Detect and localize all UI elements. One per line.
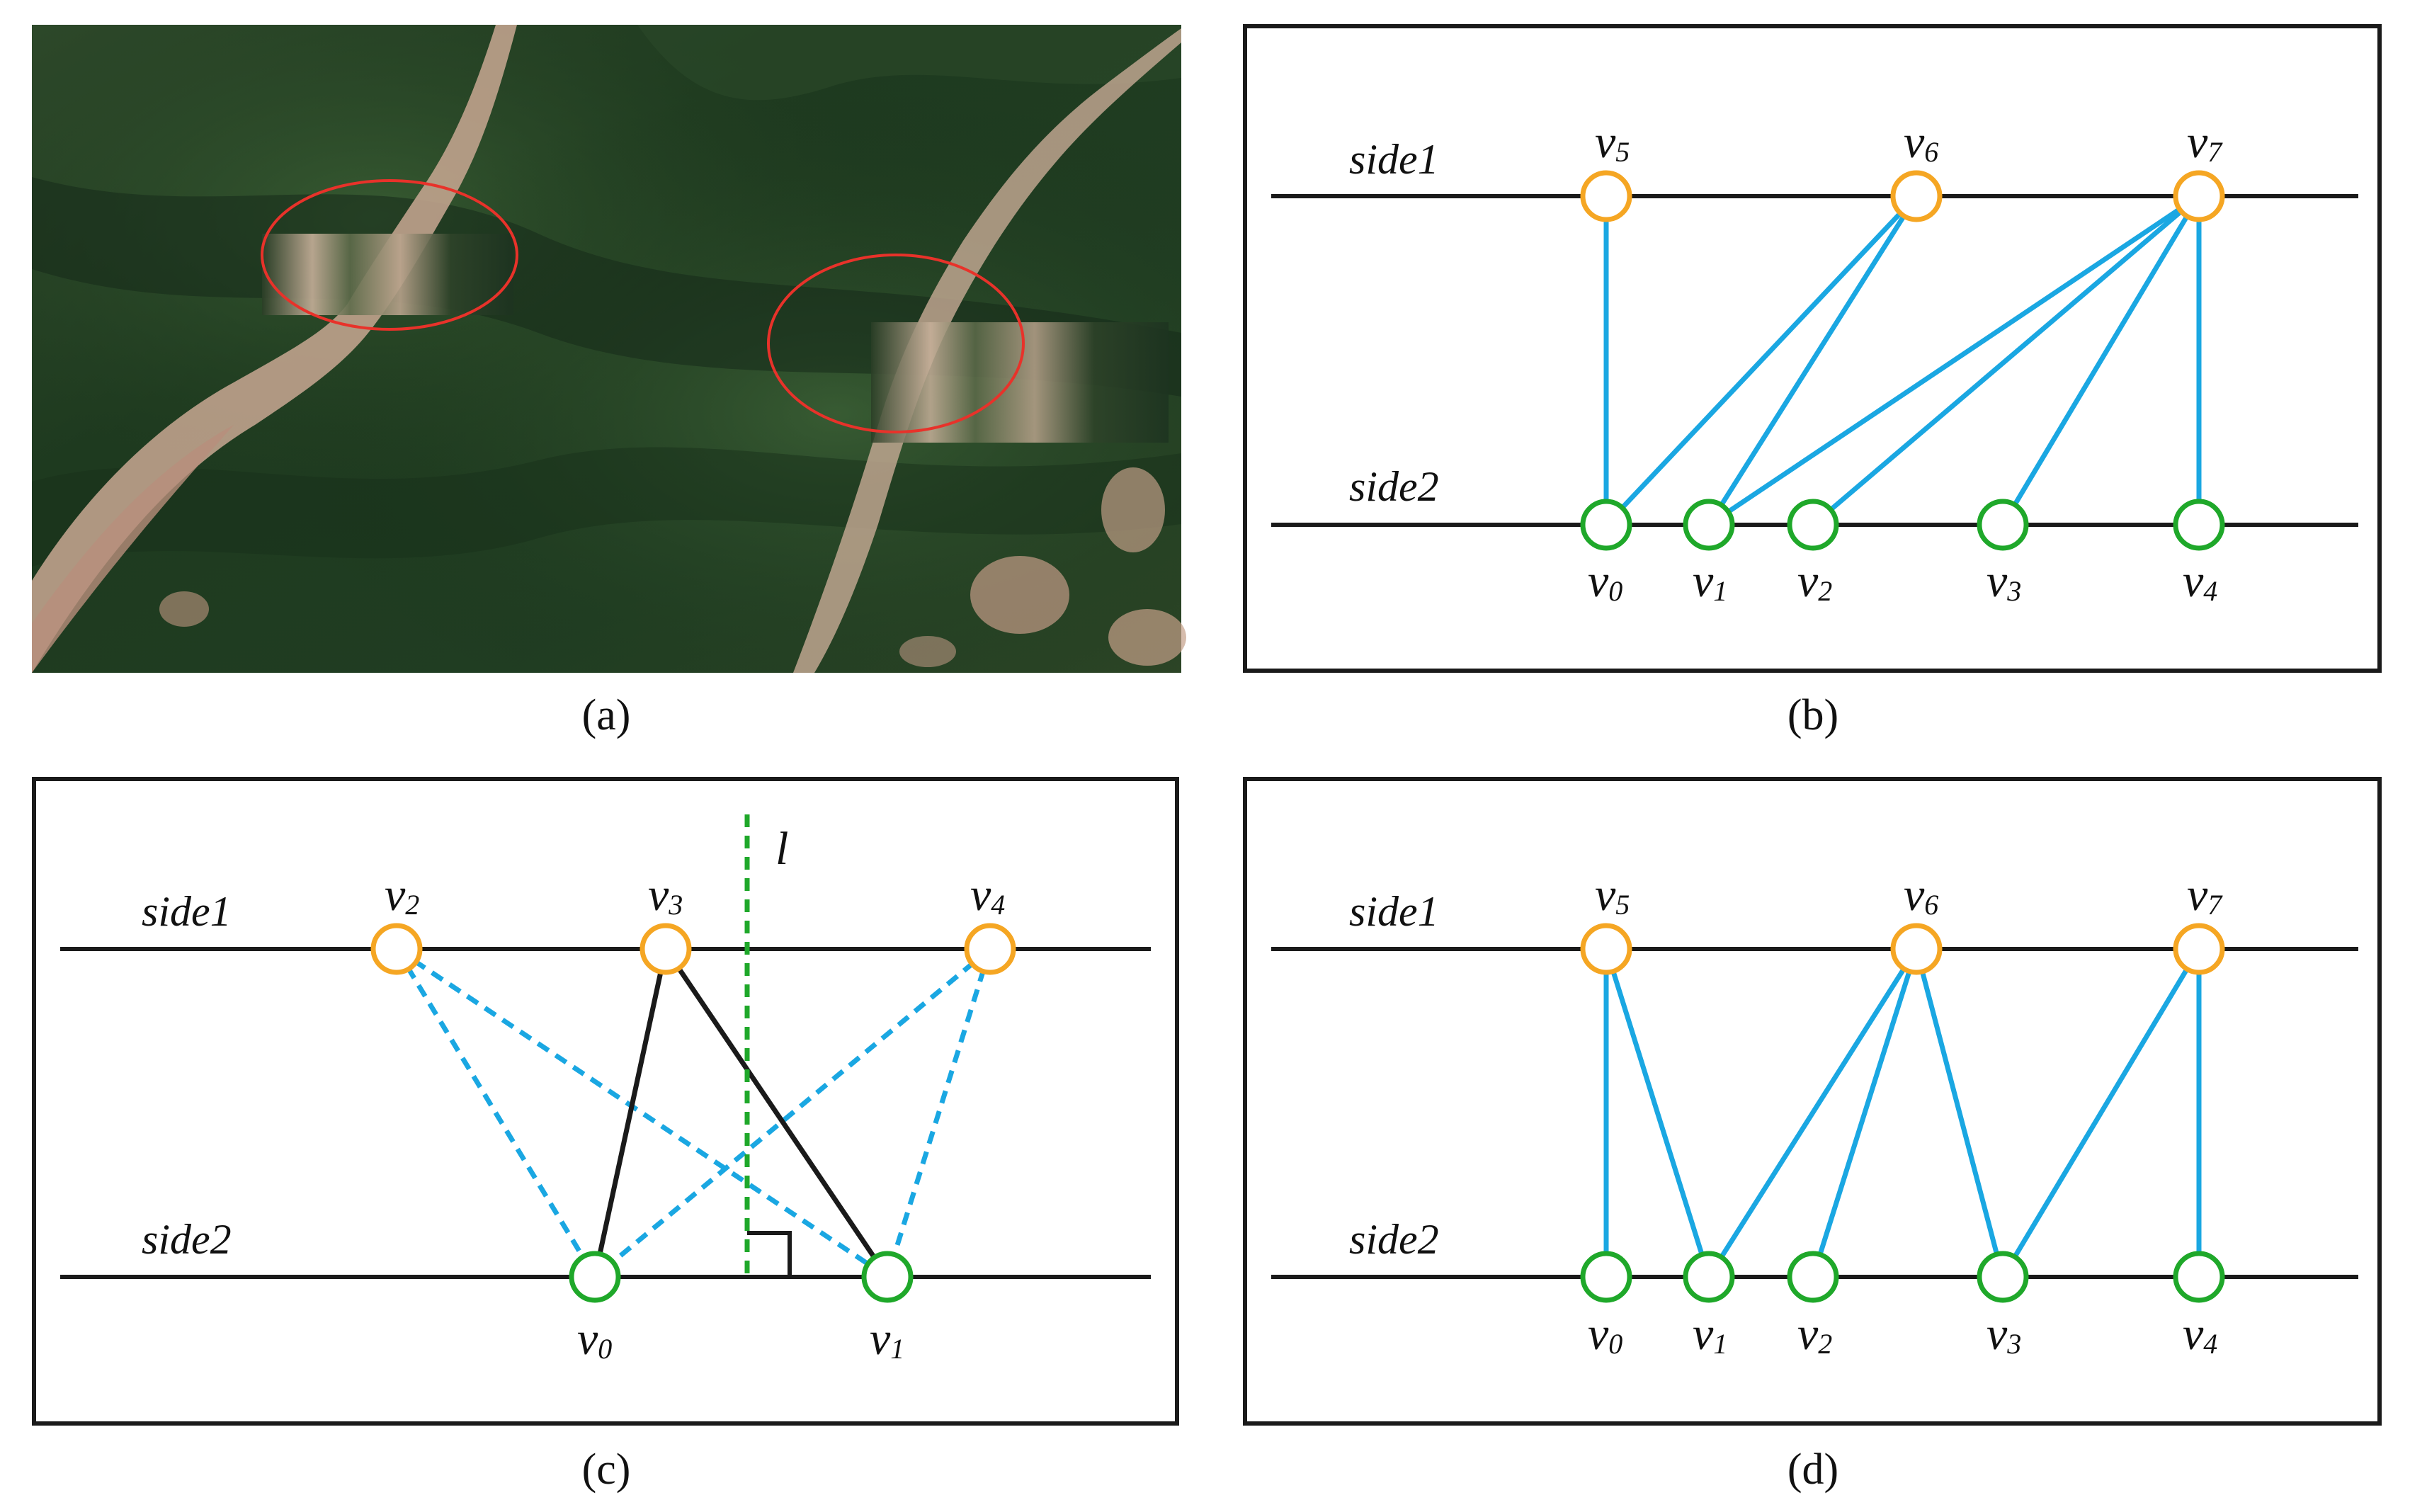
edge-v6-v0: [1603, 193, 1919, 528]
label-v0: v0: [577, 1313, 612, 1365]
node-v2: [370, 923, 423, 975]
label-v3: v3: [1986, 1308, 2021, 1360]
label-v2: v2: [385, 869, 419, 921]
label-v0: v0: [1588, 1308, 1622, 1360]
edge-v6-v2: [1810, 946, 1919, 1280]
side2-nodes: [1580, 499, 2225, 551]
side2-nodes: [569, 1251, 914, 1303]
node-v1: [1683, 1251, 1735, 1303]
panel-c: side1 side2 l v2 v3 v4 v0: [32, 777, 1179, 1494]
node-v3: [1977, 1251, 2029, 1303]
side1-nodes: [370, 923, 1016, 975]
side1-nodes: [1580, 923, 2225, 975]
panel-d-frame: [1243, 777, 2382, 1426]
caption-c: (c): [582, 1445, 631, 1494]
label-v6: v6: [1904, 116, 1938, 168]
label-v3: v3: [1986, 555, 2021, 607]
label-v2: v2: [1797, 555, 1832, 607]
right-angle-mark: [747, 1231, 792, 1277]
side1-label: side1: [142, 888, 232, 935]
edge-v4-v1: [885, 948, 993, 1278]
node-v2: [1787, 1251, 1839, 1303]
line-label-l: l: [775, 823, 788, 875]
edge-v3-v1: [664, 948, 889, 1278]
node-v1: [1683, 499, 1735, 551]
side2-label: side2: [142, 1216, 232, 1263]
side2-nodes: [1580, 1251, 2225, 1303]
label-v6: v6: [1904, 869, 1938, 921]
label-v1: v1: [1693, 1308, 1727, 1360]
node-labels: v5 v6 v7 v0 v1 v2 v3 v4: [1588, 116, 2223, 607]
edge-v3-v0: [592, 948, 669, 1278]
panel-b: side1 side2 v5 v6 v7 v0: [1243, 24, 2382, 739]
node-v0: [1580, 1251, 1632, 1303]
panel-c-frame: [32, 777, 1179, 1426]
caption-a: (a): [582, 691, 631, 739]
node-v4: [964, 923, 1016, 975]
label-v1: v1: [1693, 555, 1727, 607]
label-v3: v3: [648, 869, 683, 921]
node-v2: [1787, 499, 1839, 551]
edge-v6-v1: [1706, 946, 1919, 1280]
edge-v7-v2: [1810, 193, 2202, 528]
edge-v2-v1: [395, 947, 889, 1279]
node-v3: [1977, 499, 2029, 551]
node-v6: [1890, 170, 1943, 222]
satellite-image: [32, 25, 1186, 673]
side1-nodes: [1580, 170, 2225, 222]
edge-v7-v3: [2000, 946, 2202, 1280]
edges: [1603, 946, 2202, 1280]
node-v0: [569, 1251, 621, 1303]
node-v7: [2173, 170, 2225, 222]
side1-label: side1: [1349, 888, 1439, 935]
edges: [1603, 193, 2202, 528]
node-v5: [1580, 923, 1632, 975]
node-v6: [1890, 923, 1943, 975]
label-v4: v4: [970, 869, 1005, 921]
node-v5: [1580, 170, 1632, 222]
label-v1: v1: [870, 1313, 904, 1365]
side2-label: side2: [1349, 463, 1439, 510]
solid-edges: [592, 948, 889, 1278]
edge-v5-v1: [1603, 946, 1712, 1280]
node-labels: v5 v6 v7 v0 v1 v2 v3 v4: [1588, 869, 2223, 1360]
caption-b: (b): [1787, 691, 1838, 739]
label-v7: v7: [2187, 869, 2223, 921]
edge-v6-v1: [1706, 193, 1919, 528]
node-v1: [861, 1251, 914, 1303]
label-v7: v7: [2187, 116, 2223, 168]
node-labels: v2 v3 v4 v0 v1: [385, 869, 1005, 1365]
panel-b-frame: [1243, 24, 2382, 673]
node-v4: [2173, 1251, 2225, 1303]
side2-label: side2: [1349, 1216, 1439, 1263]
caption-d: (d): [1787, 1445, 1838, 1494]
seam-highlight-left: [261, 179, 518, 331]
edge-v7-v3: [2000, 193, 2202, 528]
label-v2: v2: [1797, 1308, 1832, 1360]
panel-a: (a): [32, 25, 1186, 739]
label-v4: v4: [2183, 555, 2217, 607]
node-v7: [2173, 923, 2225, 975]
edge-v6-v3: [1914, 946, 2006, 1280]
node-v4: [2173, 499, 2225, 551]
node-v0: [1580, 499, 1632, 551]
edge-v7-v1: [1706, 193, 2202, 528]
node-v3: [640, 923, 692, 975]
label-v4: v4: [2183, 1308, 2217, 1360]
panel-d: side1 side2 v5 v6 v7 v0: [1243, 777, 2382, 1494]
dashed-edges: [394, 947, 993, 1279]
edge-v2-v0: [394, 948, 597, 1278]
label-v5: v5: [1595, 869, 1630, 921]
edge-v4-v0: [593, 947, 992, 1279]
seam-highlight-right: [767, 254, 1025, 433]
side1-label: side1: [1349, 136, 1439, 183]
label-v0: v0: [1588, 555, 1622, 607]
label-v5: v5: [1595, 116, 1630, 168]
